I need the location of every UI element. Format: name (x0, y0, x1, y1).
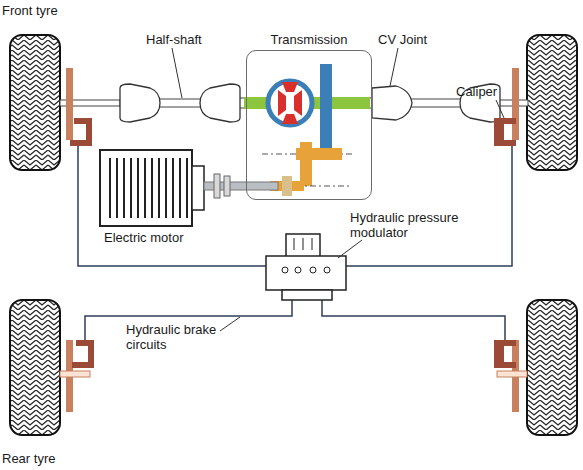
part-label: Hydraulic pressure modulator (350, 210, 472, 240)
part-label: Caliper (456, 84, 497, 99)
part-label: Half-shaft (146, 32, 202, 47)
motor-fin (158, 158, 160, 218)
motor-fin (186, 158, 188, 218)
motor-fin (116, 158, 118, 218)
part-label: Hydraulic brake circuits (126, 322, 218, 352)
motor-fin (130, 158, 132, 218)
motor-fin (137, 158, 139, 218)
leader-lines (172, 48, 504, 331)
brake-lines (78, 145, 512, 340)
transmission-gears (240, 64, 370, 196)
hubs-calipers (60, 68, 527, 412)
pressure-modulator (266, 234, 346, 300)
motor-fin (172, 158, 174, 218)
motor-fin (109, 158, 111, 218)
part-label: Rear tyre (2, 451, 55, 466)
part-label: Electric motor (104, 230, 183, 245)
motor-fin (165, 158, 167, 218)
transmission-housing: Transmission (246, 50, 372, 200)
electric-motor (100, 150, 278, 226)
motor-fin (179, 158, 181, 218)
motor-fin (151, 158, 153, 218)
motor-fin (144, 158, 146, 218)
tyres (10, 35, 577, 435)
part-label: Front tyre (2, 3, 58, 18)
part-label: CV Joint (378, 32, 427, 47)
motor-fin (123, 158, 125, 218)
node-heading: Transmission (247, 32, 371, 47)
